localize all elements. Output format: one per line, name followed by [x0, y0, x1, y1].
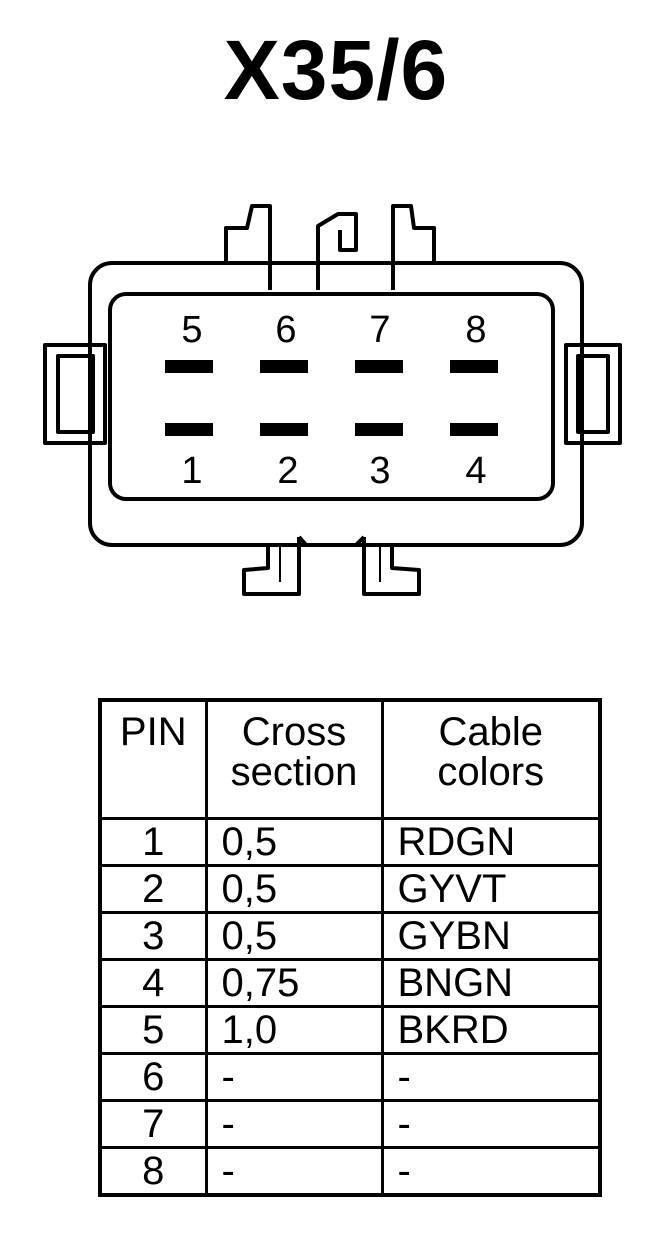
header-pin-line: PIN — [119, 710, 187, 754]
table-row: 3 0,5 GYBN — [98, 911, 602, 961]
cell-cable-colors: GYVT — [380, 864, 602, 914]
table-row: 6 - - — [98, 1052, 602, 1102]
pin-label-5: 5 — [181, 309, 202, 351]
table-row: 4 0,75 BNGN — [98, 958, 602, 1008]
cell-pin: 1 — [98, 817, 208, 867]
cell-cross-section: - — [204, 1146, 384, 1197]
top-tab-right — [391, 204, 436, 290]
pin-label-4: 4 — [465, 450, 486, 492]
cell-cable-colors: BKRD — [380, 1005, 602, 1055]
pin-assignment-table: PIN Cross section Cable colors 1 0,5 RDG… — [98, 698, 602, 1197]
table-row: 8 - - — [98, 1146, 602, 1197]
bottom-tab-left — [242, 537, 301, 596]
header-pin: PIN — [98, 698, 208, 820]
cell-cable-colors: - — [380, 1099, 602, 1149]
connector-title: X35/6 — [223, 23, 449, 117]
pin-contact-4 — [450, 423, 498, 436]
cell-cable-colors: BNGN — [380, 958, 602, 1008]
pin-contact-7 — [355, 360, 403, 373]
cell-pin: 8 — [98, 1146, 208, 1197]
header-cable-colors: Cable colors — [380, 698, 602, 820]
bottom-tab-right — [362, 537, 421, 596]
cell-pin: 5 — [98, 1005, 208, 1055]
pin-label-8: 8 — [465, 309, 486, 351]
left-latch-outer — [43, 343, 107, 445]
cell-pin: 7 — [98, 1099, 208, 1149]
cell-cable-colors: - — [380, 1052, 602, 1102]
pin-label-2: 2 — [277, 450, 298, 492]
top-tab-middle — [316, 212, 358, 290]
bottom-tab-middle — [297, 535, 366, 547]
cell-cable-colors: - — [380, 1146, 602, 1197]
right-latch-inner — [576, 354, 610, 434]
cell-cross-section: 1,0 — [204, 1005, 384, 1055]
connector-diagram: 5 6 7 8 1 2 3 4 — [43, 204, 622, 596]
cell-cross-section: - — [204, 1099, 384, 1149]
cell-pin: 2 — [98, 864, 208, 914]
header-cable-colors-line-2: colors — [437, 750, 545, 794]
cell-cross-section: 0,5 — [204, 911, 384, 961]
pin-contact-1 — [165, 423, 213, 436]
cell-cross-section: 0,5 — [204, 864, 384, 914]
pin-label-1: 1 — [181, 450, 202, 492]
right-latch-outer — [564, 343, 622, 445]
cell-pin: 6 — [98, 1052, 208, 1102]
pin-contact-6 — [260, 360, 308, 373]
pin-contact-3 — [355, 423, 403, 436]
pin-label-3: 3 — [369, 450, 390, 492]
cell-pin: 4 — [98, 958, 208, 1008]
cell-cable-colors: RDGN — [380, 817, 602, 867]
table-row: 5 1,0 BKRD — [98, 1005, 602, 1055]
cell-cross-section: 0,5 — [204, 817, 384, 867]
pin-contact-8 — [450, 360, 498, 373]
top-tab-left — [224, 204, 272, 290]
cell-pin: 3 — [98, 911, 208, 961]
pin-label-7: 7 — [369, 309, 390, 351]
left-latch-inner — [56, 354, 95, 434]
pin-contact-2 — [260, 423, 308, 436]
header-cross-section-line-2: section — [230, 750, 358, 794]
header-cross-section: Cross section — [204, 698, 384, 820]
connector-housing-inner — [108, 292, 555, 501]
table-row: 1 0,5 RDGN — [98, 817, 602, 867]
cell-cable-colors: GYBN — [380, 911, 602, 961]
header-cross-section-line-1: Cross — [241, 710, 347, 754]
table-header-row: PIN Cross section Cable colors — [98, 698, 602, 820]
table-row: 2 0,5 GYVT — [98, 864, 602, 914]
cell-cross-section: 0,75 — [204, 958, 384, 1008]
connector-housing-outer — [88, 261, 584, 547]
pin-label-6: 6 — [275, 309, 296, 351]
table-row: 7 - - — [98, 1099, 602, 1149]
cell-cross-section: - — [204, 1052, 384, 1102]
pin-contact-5 — [165, 360, 213, 373]
header-cable-colors-line-1: Cable — [438, 710, 543, 754]
